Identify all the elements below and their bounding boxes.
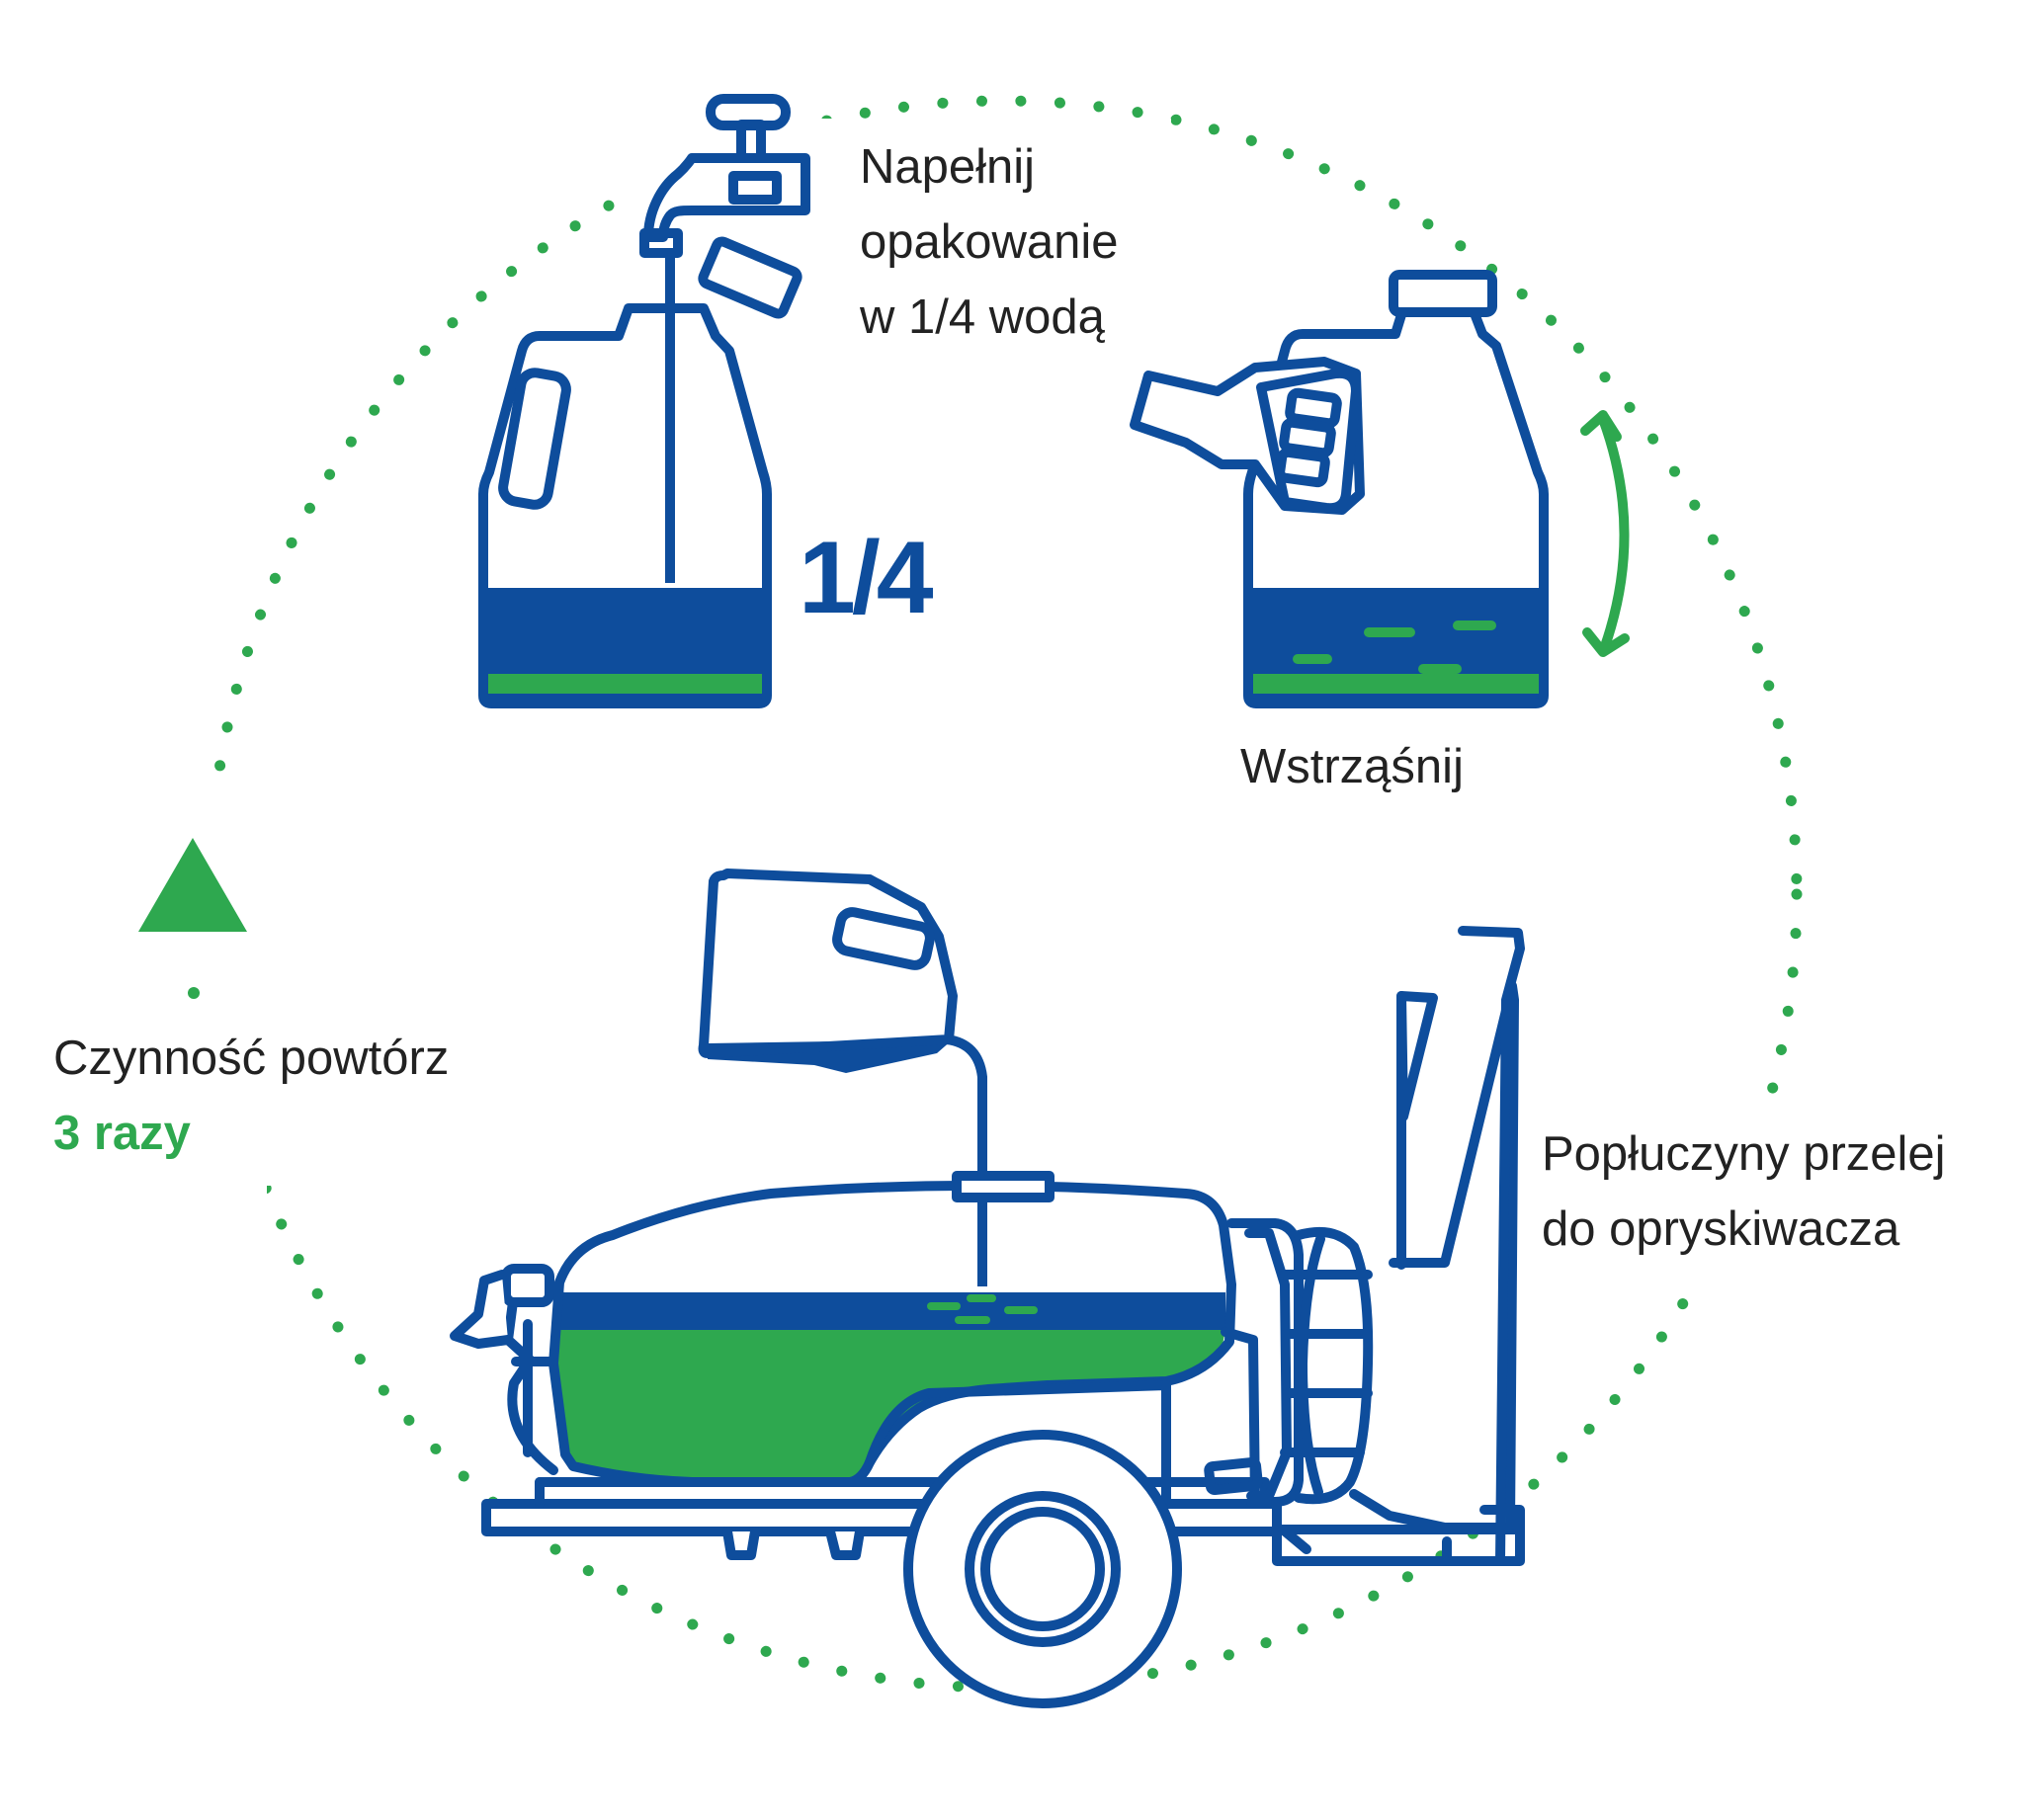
fill-fraction: 1/4	[799, 521, 934, 635]
sprayer-icon	[450, 926, 1525, 1708]
pour-stream	[946, 1034, 987, 1286]
repeat-label: Czynność powtórz 3 razy	[53, 1021, 449, 1171]
fill-step-line-3: w 1/4 wodą	[860, 290, 1105, 344]
canister-cap	[698, 236, 802, 319]
shake-arrow-icon	[1580, 410, 1630, 657]
repeat-line-1: Czynność powtórz	[53, 1032, 450, 1085]
fill-step-line-2: opakowanie	[860, 215, 1119, 269]
pour-step-line-1: Popłuczyny przelej	[1542, 1127, 1946, 1181]
fill-step-label: Napełnij opakowanie w 1/4 wodą	[860, 129, 1119, 355]
pour-step-label: Popłuczyny przelej do opryskiwacza	[1542, 1117, 1946, 1267]
pouring-canister-icon	[698, 869, 958, 1073]
pour-step-line-2: do opryskiwacza	[1542, 1202, 1900, 1256]
repeat-count: 3 razy	[53, 1107, 191, 1160]
cycle-arrow-icon	[138, 838, 247, 999]
tap-icon	[639, 94, 810, 258]
shaken-canister-icon	[1243, 270, 1549, 708]
shake-step-line-1: Wstrząśnij	[1240, 740, 1464, 793]
dotted-cycle-circle	[204, 95, 1803, 1694]
hand-icon	[1130, 357, 1365, 515]
fill-step-line-1: Napełnij	[860, 140, 1036, 194]
shake-step-label: Wstrząśnij	[1240, 729, 1464, 804]
canister-icon	[478, 303, 772, 708]
